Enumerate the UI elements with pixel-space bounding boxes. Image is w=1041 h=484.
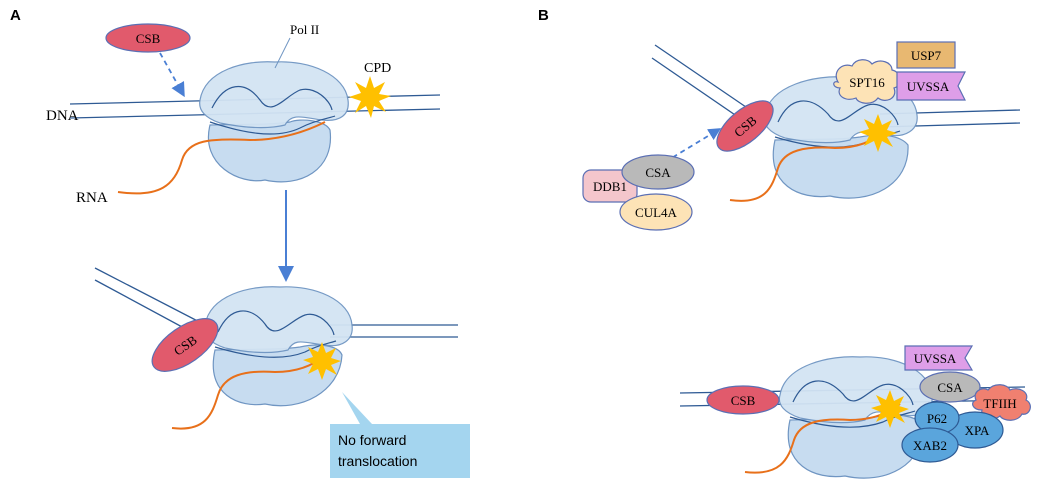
csb-free-b: CSB — [706, 385, 780, 415]
rna-b-top — [729, 129, 886, 202]
rna-b-bottom — [744, 403, 901, 474]
pol2-label: Pol II — [290, 22, 319, 37]
xpa-circle: XPA — [946, 411, 1004, 449]
svg-text:XAB2: XAB2 — [913, 438, 947, 453]
svg-text:DDB1: DDB1 — [593, 179, 627, 194]
pol2-b-bottom — [778, 356, 933, 479]
starburst-icon — [349, 76, 391, 118]
ddb1-box: DDB1 — [582, 169, 638, 203]
dna-label: DNA — [46, 108, 79, 124]
csa-bottom: CSA — [919, 371, 981, 403]
rna-a-top — [117, 121, 326, 195]
svg-text:CSA: CSA — [645, 165, 671, 180]
starburst-icon — [871, 390, 909, 428]
csb-bound-a: CSB — [151, 318, 219, 372]
svg-text:TFIIH: TFIIH — [983, 396, 1016, 411]
pol2-a-bottom — [203, 286, 353, 407]
xab2-circle: XAB2 — [901, 427, 959, 463]
panel-a-letter: A — [10, 7, 21, 24]
svg-text:UVSSA: UVSSA — [907, 79, 950, 94]
svg-text:CSB: CSB — [136, 31, 161, 46]
pol2-pointer — [274, 37, 291, 69]
starburst-icon — [303, 342, 341, 380]
svg-text:USP7: USP7 — [911, 48, 942, 63]
uvssa-bottom: UVSSA — [904, 345, 974, 371]
rna-a-bottom — [171, 354, 326, 430]
usp7-box: USP7 — [896, 41, 956, 69]
svg-text:UVSSA: UVSSA — [914, 351, 957, 366]
csb-free: CSB — [105, 23, 191, 53]
csb-bound-b: CSB — [716, 100, 774, 152]
tfiih-cloud: TFIIH — [972, 384, 1031, 421]
svg-text:CSB: CSB — [731, 393, 756, 408]
svg-text:CUL4A: CUL4A — [635, 205, 678, 220]
svg-text:P62: P62 — [927, 411, 947, 426]
svg-text:SPT16: SPT16 — [849, 75, 885, 90]
uvssa-top: UVSSA — [896, 71, 966, 101]
svg-text:CSA: CSA — [937, 380, 963, 395]
cpd-label: CPD — [364, 61, 391, 76]
svg-text:No forward: No forward — [338, 432, 406, 448]
rna-label: RNA — [76, 190, 108, 206]
csa-top: CSA — [621, 154, 695, 190]
svg-text:XPA: XPA — [965, 423, 990, 438]
cul4a-top: CUL4A — [619, 193, 693, 231]
starburst-icon — [859, 114, 897, 152]
svg-text:translocation: translocation — [338, 453, 417, 469]
spt16-cloud: SPT16 — [833, 59, 901, 104]
recruit-arrow-a — [159, 52, 185, 98]
panel-b-letter: B — [538, 7, 549, 24]
no-forward-callout: No forward translocation — [330, 392, 470, 478]
pol2-a-top — [199, 61, 349, 183]
